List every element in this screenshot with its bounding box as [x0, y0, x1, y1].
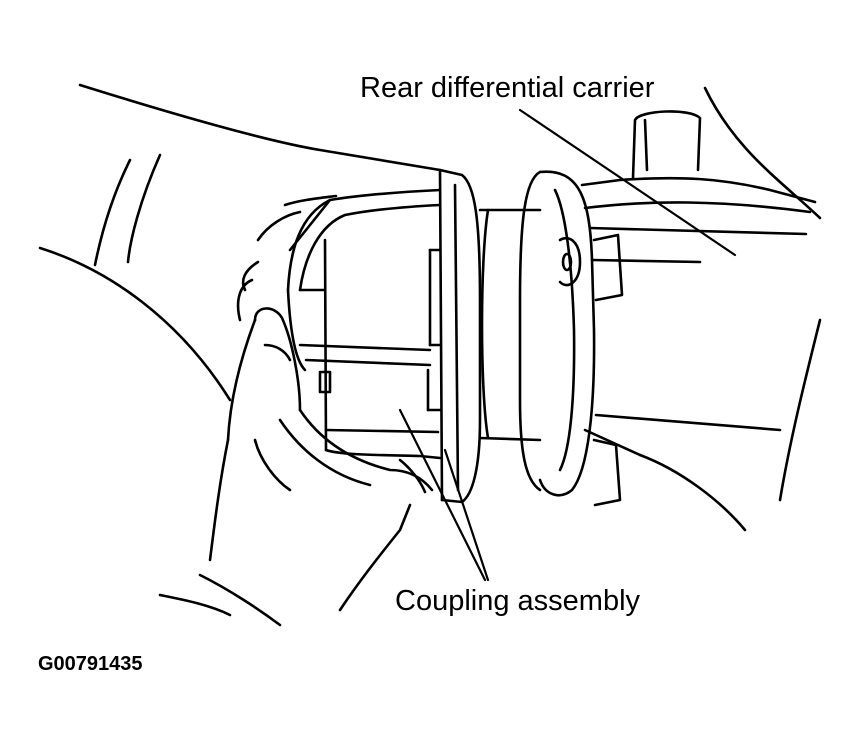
leader-lines	[398, 108, 737, 582]
leader-rear-differential-carrier	[518, 108, 737, 257]
hand-illustration	[38, 83, 442, 627]
figure-code: G00791435	[38, 653, 143, 675]
leader-coupling-assembly	[398, 408, 487, 582]
leader-coupling-assembly-2	[443, 448, 490, 582]
label-rear-differential-carrier: Rear differential carrier	[360, 72, 655, 104]
coupling-assembly-illustration	[286, 168, 542, 504]
rear-differential-carrier-illustration	[518, 86, 822, 532]
label-coupling-assembly: Coupling assembly	[395, 585, 641, 617]
